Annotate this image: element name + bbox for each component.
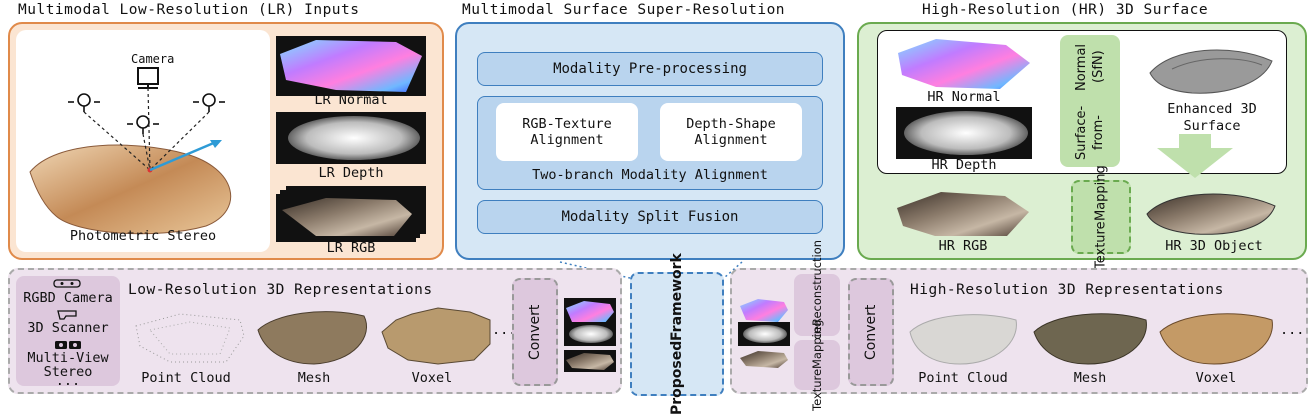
texture-small-line-2: Mapping [810,319,824,369]
normal-arrow-icon [149,140,217,172]
lr-depth-label: LR Depth [318,165,384,181]
hr-normal-label: HR Normal [927,89,1001,105]
hr-depth-label: HR Depth [931,157,997,173]
lr-point-cloud-image [135,313,245,363]
hr-point-cloud-label: Point Cloud [918,370,1008,386]
enhanced-surface-image [1149,49,1273,94]
surface-line-2: Reconstruction [810,240,824,327]
photometric-card: Camera Photometric Stereo [16,30,270,252]
lr-inputs-panel: Camera Photometric Stereo LR Normal LR D… [8,22,444,260]
hr-3d-object-label: HR 3D Object [1165,238,1263,254]
lr-normal-image [276,36,426,96]
lr-point-cloud-label: Point Cloud [141,370,231,386]
proposed-framework-box: Proposed Framework [630,253,724,415]
rgb-alignment-label: Alignment [530,132,604,148]
sources-ellipsis: ... [55,373,81,389]
lr-mini-rgb-image [564,350,616,372]
lr-mesh-image [257,311,367,365]
enhanced-line-1: Enhanced 3D [1167,101,1257,117]
hr-convert-box: Convert [848,278,894,386]
hr-surface-title: High-Resolution (HR) 3D Surface [922,2,1209,18]
surface-sr-panel: Modality Pre-processing RGB-Texture Alig… [455,22,845,260]
two-branch-alignment-box: RGB-Texture Alignment Depth-Shape Alignm… [477,96,823,190]
rgbd-camera-icon [53,279,81,288]
sfn-line-1: Surface-from- [1074,105,1106,161]
proposed-line-1: Proposed [669,340,685,415]
depth-shape-label: Depth-Shape [686,116,776,132]
hr-rgb-label: HR RGB [938,238,988,254]
3d-scanner-icon [57,310,77,320]
lr-more-ellipsis: ... [492,322,517,338]
enhanced-line-2: Surface [1183,118,1241,134]
sfn-box: Surface-from- Normal (SfN) [1060,35,1120,167]
down-arrow-icon [1157,134,1233,178]
sources-box: RGBD Camera 3D Scanner Multi-View Stereo… [16,276,120,389]
hr-mini-depth-image [738,322,790,346]
enhanced-surface-label: Enhanced 3D Surface [1138,101,1286,135]
light-bulb-icon [68,93,225,134]
hr-more-ellipsis: ... [1280,322,1305,338]
hr-voxel-label: Voxel [1195,370,1237,386]
lr-mini-depth-image [564,322,616,346]
texture-line-1: Texture [1093,221,1109,269]
hr-inner-card: HR Normal HR Depth Surface-from- Normal … [877,30,1287,174]
hr-normal-image [898,39,1030,89]
multi-view-label: Multi-View [27,350,109,366]
depth-shape-alignment-box: Depth-Shape Alignment [660,103,802,161]
lr-rgb-image [276,186,426,242]
lr-voxel-label: Voxel [411,370,453,386]
hr-mesh-label: Mesh [1073,370,1107,386]
hr-representations-title: High-Resolution 3D Representations [910,282,1224,298]
lr-rgb-label: LR RGB [326,240,376,256]
sfn-line-2: Normal (SfN) [1074,43,1106,91]
shell-image [29,144,232,235]
hr-depth-image [896,107,1032,159]
camera-label: Camera [131,52,175,66]
lr-normal-label: LR Normal [314,92,388,108]
hr-voxel-image [1159,313,1273,365]
lr-representations-panel: RGBD Camera 3D Scanner Multi-View Stereo… [8,268,622,394]
proposed-line-2: Framework [669,252,685,341]
hr-representations-panel: Surface Reconstruction Texture Mapping C… [730,240,1308,411]
multi-view-camera-icon [55,341,81,349]
hr-surface-panel: HR Normal HR Depth Surface-from- Normal … [857,22,1307,269]
lr-mesh-label: Mesh [297,370,331,386]
lr-voxel-image [381,307,491,365]
hr-rgb-image [897,192,1029,236]
texture-line-2: Mapping [1093,165,1109,222]
camera-icon [137,67,159,89]
modality-split-fusion-box: Modality Split Fusion [477,200,823,234]
hr-mesh-image [1033,313,1147,365]
lr-inputs-title: Multimodal Low-Resolution (LR) Inputs [18,2,360,18]
rgbd-camera-label: RGBD Camera [23,290,113,306]
photometric-stereo-label: Photometric Stereo [69,228,217,244]
lr-depth-image [276,112,426,164]
surface-sr-title: Multimodal Surface Super-Resolution [462,2,786,18]
hr-mini-rgb-image [740,351,788,368]
hr-point-cloud-image [909,314,1017,365]
lr-mini-normal-image [564,298,616,326]
lr-convert-box: Convert [512,278,558,386]
photometric-illustration [29,67,232,235]
two-branch-label: Two-branch Modality Alignment [532,167,768,183]
3d-scanner-label: 3D Scanner [27,320,109,336]
texture-mapping-box: Texture Mapping [1071,165,1131,269]
rgb-texture-alignment-box: RGB-Texture Alignment [496,103,638,161]
stereo-label: Stereo [43,364,93,380]
rgb-texture-label: RGB-Texture [522,116,612,132]
hr-mini-normal-image [740,299,788,322]
hr-3d-object-image [1146,193,1276,235]
depth-alignment-label: Alignment [694,132,768,148]
modality-preprocessing-box: Modality Pre-processing [477,52,823,86]
lr-representations-title: Low-Resolution 3D Representations [128,282,433,298]
texture-small-line-1: Texture [810,368,824,411]
texture-mapping-small-box: Texture Mapping [794,319,840,411]
